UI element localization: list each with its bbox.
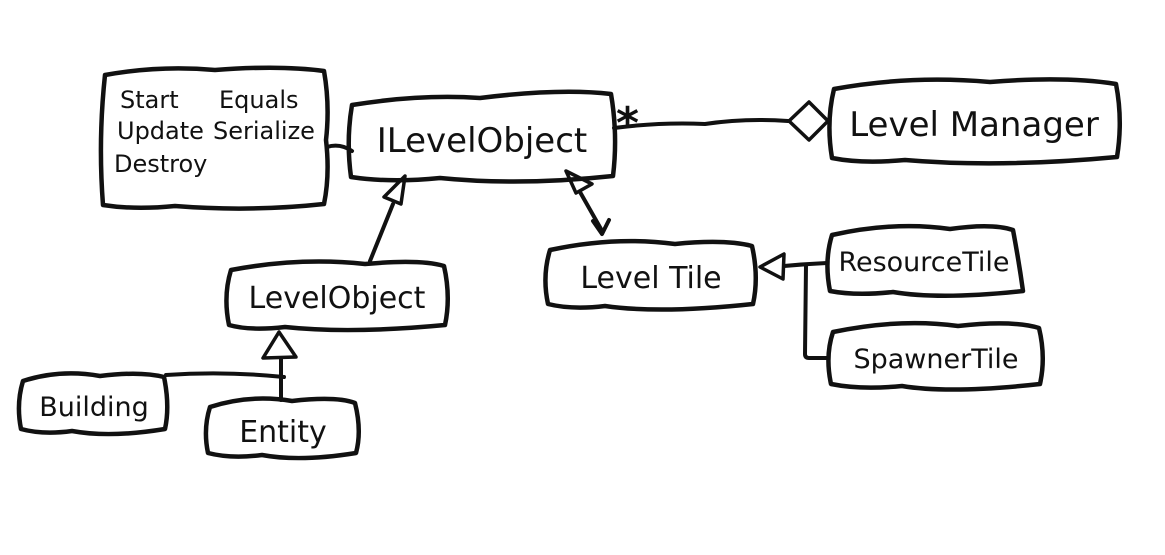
class-box-levelmanager (827, 77, 1123, 166)
method-label: Destroy (114, 150, 207, 178)
edge-inheritance-building-entity-levelobject (164, 330, 298, 402)
method-label: Update (117, 117, 204, 145)
class-node-leveltile: Level Tile (543, 238, 758, 312)
edge-inheritance-resourcetile-leveltile (758, 252, 829, 281)
class-node-building: Building (16, 371, 170, 437)
class-label-levelmanager: Level Manager (849, 105, 1099, 145)
inheritance-arrow-icon (564, 169, 594, 195)
class-node-methods-note: Start Update Destroy Equals Serialize (98, 65, 330, 211)
inheritance-line (578, 190, 603, 231)
building-connector-line (164, 371, 286, 379)
edge-inheritance-levelobject-ilevelobject (368, 174, 407, 263)
inheritance-arrow-icon (261, 330, 298, 360)
class-node-levelobject: LevelObject (224, 259, 450, 333)
class-node-spawnertile: SpawnerTile (826, 320, 1045, 392)
method-label: Equals (219, 86, 299, 114)
class-label-resourcetile: ResourceTile (838, 247, 1009, 278)
class-box-methods-note (98, 65, 330, 211)
method-label: Serialize (213, 117, 315, 145)
class-box-leveltile (543, 238, 758, 312)
class-box-levelobject (224, 259, 450, 333)
aggregation-line (612, 118, 790, 130)
class-box-ilevelobject (346, 89, 618, 184)
arrowhead-icon (591, 218, 611, 236)
inheritance-arrow-icon (758, 252, 786, 281)
class-label-levelobject: LevelObject (249, 281, 426, 316)
class-box-spawnertile (826, 320, 1045, 392)
class-label-leveltile: Level Tile (580, 261, 721, 296)
inheritance-line (368, 202, 395, 263)
class-box-building (16, 371, 170, 437)
elbow-connector-line (803, 263, 829, 360)
class-box-resourcetile (825, 223, 1026, 298)
method-label: Start (120, 86, 179, 114)
inheritance-arrow-icon (382, 174, 407, 206)
class-label-ilevelobject: ILevelObject (377, 121, 588, 161)
edge-aggregation-ilevelobject-levelmanager: * (612, 98, 830, 149)
class-node-levelmanager: Level Manager (827, 77, 1123, 166)
class-label-entity: Entity (239, 415, 327, 450)
class-node-resourcetile: ResourceTile (825, 223, 1026, 298)
class-label-spawnertile: SpawnerTile (853, 344, 1018, 375)
multiplicity-star: * (616, 98, 639, 149)
class-box-entity (203, 396, 361, 461)
edge-inheritance-spawnertile-leveltile (803, 263, 829, 360)
class-node-entity: Entity (203, 396, 361, 461)
class-node-ilevelobject: ILevelObject (346, 89, 618, 184)
aggregation-diamond-icon (787, 100, 830, 142)
class-label-building: Building (39, 392, 149, 423)
